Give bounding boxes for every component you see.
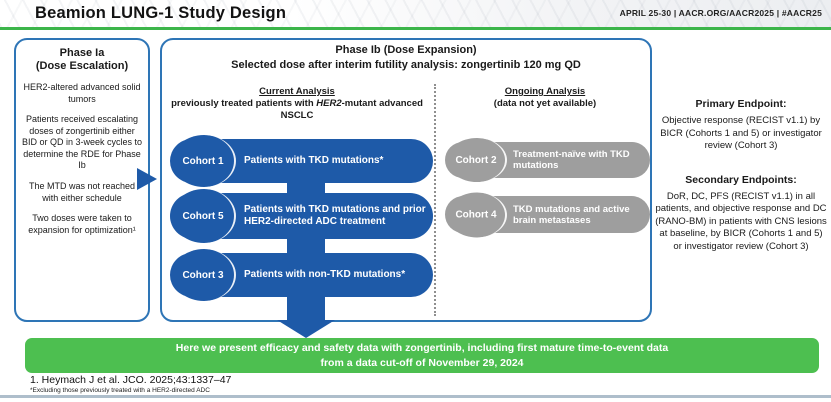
- header-bar: Beamion LUNG-1 Study Design APRIL 25-30 …: [0, 0, 831, 30]
- asterisk-footnote: *Excluding those previously treated with…: [30, 387, 210, 394]
- cohort-5-badge: Cohort 5: [172, 189, 236, 243]
- summary-banner-line1: Here we present efficacy and safety data…: [175, 342, 669, 354]
- cohort-2-badge: Cohort 2: [447, 138, 507, 182]
- flow-arrow-right-icon: [137, 168, 157, 190]
- cohort-3-badge: Cohort 3: [172, 249, 236, 301]
- secondary-endpoints-text: DoR, DC, PFS (RECIST v1.1) in all patien…: [655, 190, 827, 252]
- phase-1a-paragraph: The MTD was not reached with either sche…: [28, 180, 136, 203]
- cohort-4-pill: Cohort 4 TKD mutations and active brain …: [445, 192, 650, 237]
- cohort-4-description: TKD mutations and active brain metastase…: [513, 203, 630, 226]
- column-divider: [434, 84, 436, 316]
- phase-1b-title: Phase Ib (Dose Expansion): [335, 44, 477, 56]
- endpoints-section: Primary Endpoint: Objective response (RE…: [654, 98, 828, 253]
- cohort-2-description: Treatment-naïve with TKD mutations: [513, 148, 630, 171]
- cohort-5-pill: Cohort 5 Patients with TKD mutations and…: [170, 189, 433, 243]
- bottom-divider-line: [0, 395, 831, 398]
- secondary-endpoints-title: Secondary Endpoints:: [685, 173, 797, 186]
- cohort-3-description: Patients with non-TKD mutations*: [244, 269, 406, 281]
- ongoing-analysis-heading: Ongoing Analysis: [504, 86, 586, 97]
- phase-1a-paragraph: Patients received escalating doses of zo…: [21, 114, 143, 171]
- primary-endpoint-text: Objective response (RECIST v1.1) by BICR…: [660, 115, 822, 152]
- page-title: Beamion LUNG-1 Study Design: [35, 4, 287, 22]
- phase-1a-title-line2: (Dose Escalation): [35, 60, 129, 73]
- phase-1b-subtitle: Selected dose after interim futility ana…: [231, 59, 581, 71]
- cohort-1-pill: Cohort 1 Patients with TKD mutations*: [170, 135, 433, 187]
- flow-arrow-down-icon: [277, 297, 335, 338]
- summary-banner: Here we present efficacy and safety data…: [25, 338, 819, 373]
- summary-banner-line2: from a data cut-off of November 29, 2024: [320, 357, 524, 369]
- phase-1a-title: Phase Ia (Dose Escalation): [19, 47, 145, 73]
- cohort-3-pill: Cohort 3 Patients with non-TKD mutations…: [170, 249, 433, 301]
- reference-footnote: 1. Heymach J et al. JCO. 2025;43:1337–47: [30, 374, 232, 386]
- current-analysis-subheading: previously treated patients with HER2-mu…: [171, 97, 423, 121]
- ongoing-analysis-column-header: Ongoing Analysis (data not yet available…: [444, 86, 646, 110]
- phase-1a-paragraph: Two doses were taken to expansion for op…: [28, 213, 136, 235]
- phase-1b-panel: Phase Ib (Dose Expansion) Selected dose …: [160, 38, 652, 324]
- cohort-5-description: Patients with TKD mutations and prior HE…: [244, 204, 426, 227]
- phase-1a-panel: Phase Ia (Dose Escalation) HER2-altered …: [14, 38, 150, 322]
- cohort-1-description: Patients with TKD mutations*: [244, 155, 384, 167]
- phase-1a-paragraph: HER2-altered advanced solid tumors: [23, 82, 141, 104]
- conference-info: APRIL 25-30 | AACR.ORG/AACR2025 | #AACR2…: [619, 8, 822, 18]
- current-analysis-heading: Current Analysis: [259, 86, 335, 97]
- cohort-4-badge: Cohort 4: [447, 192, 507, 237]
- cohort-1-badge: Cohort 1: [172, 135, 236, 187]
- ongoing-analysis-subheading: (data not yet available): [493, 97, 597, 109]
- phase-1a-title-line1: Phase Ia: [59, 47, 105, 59]
- cohort-2-pill: Cohort 2 Treatment-naïve with TKD mutati…: [445, 138, 650, 182]
- primary-endpoint-title: Primary Endpoint:: [695, 98, 787, 110]
- current-analysis-column-header: Current Analysis previously treated pati…: [166, 86, 428, 122]
